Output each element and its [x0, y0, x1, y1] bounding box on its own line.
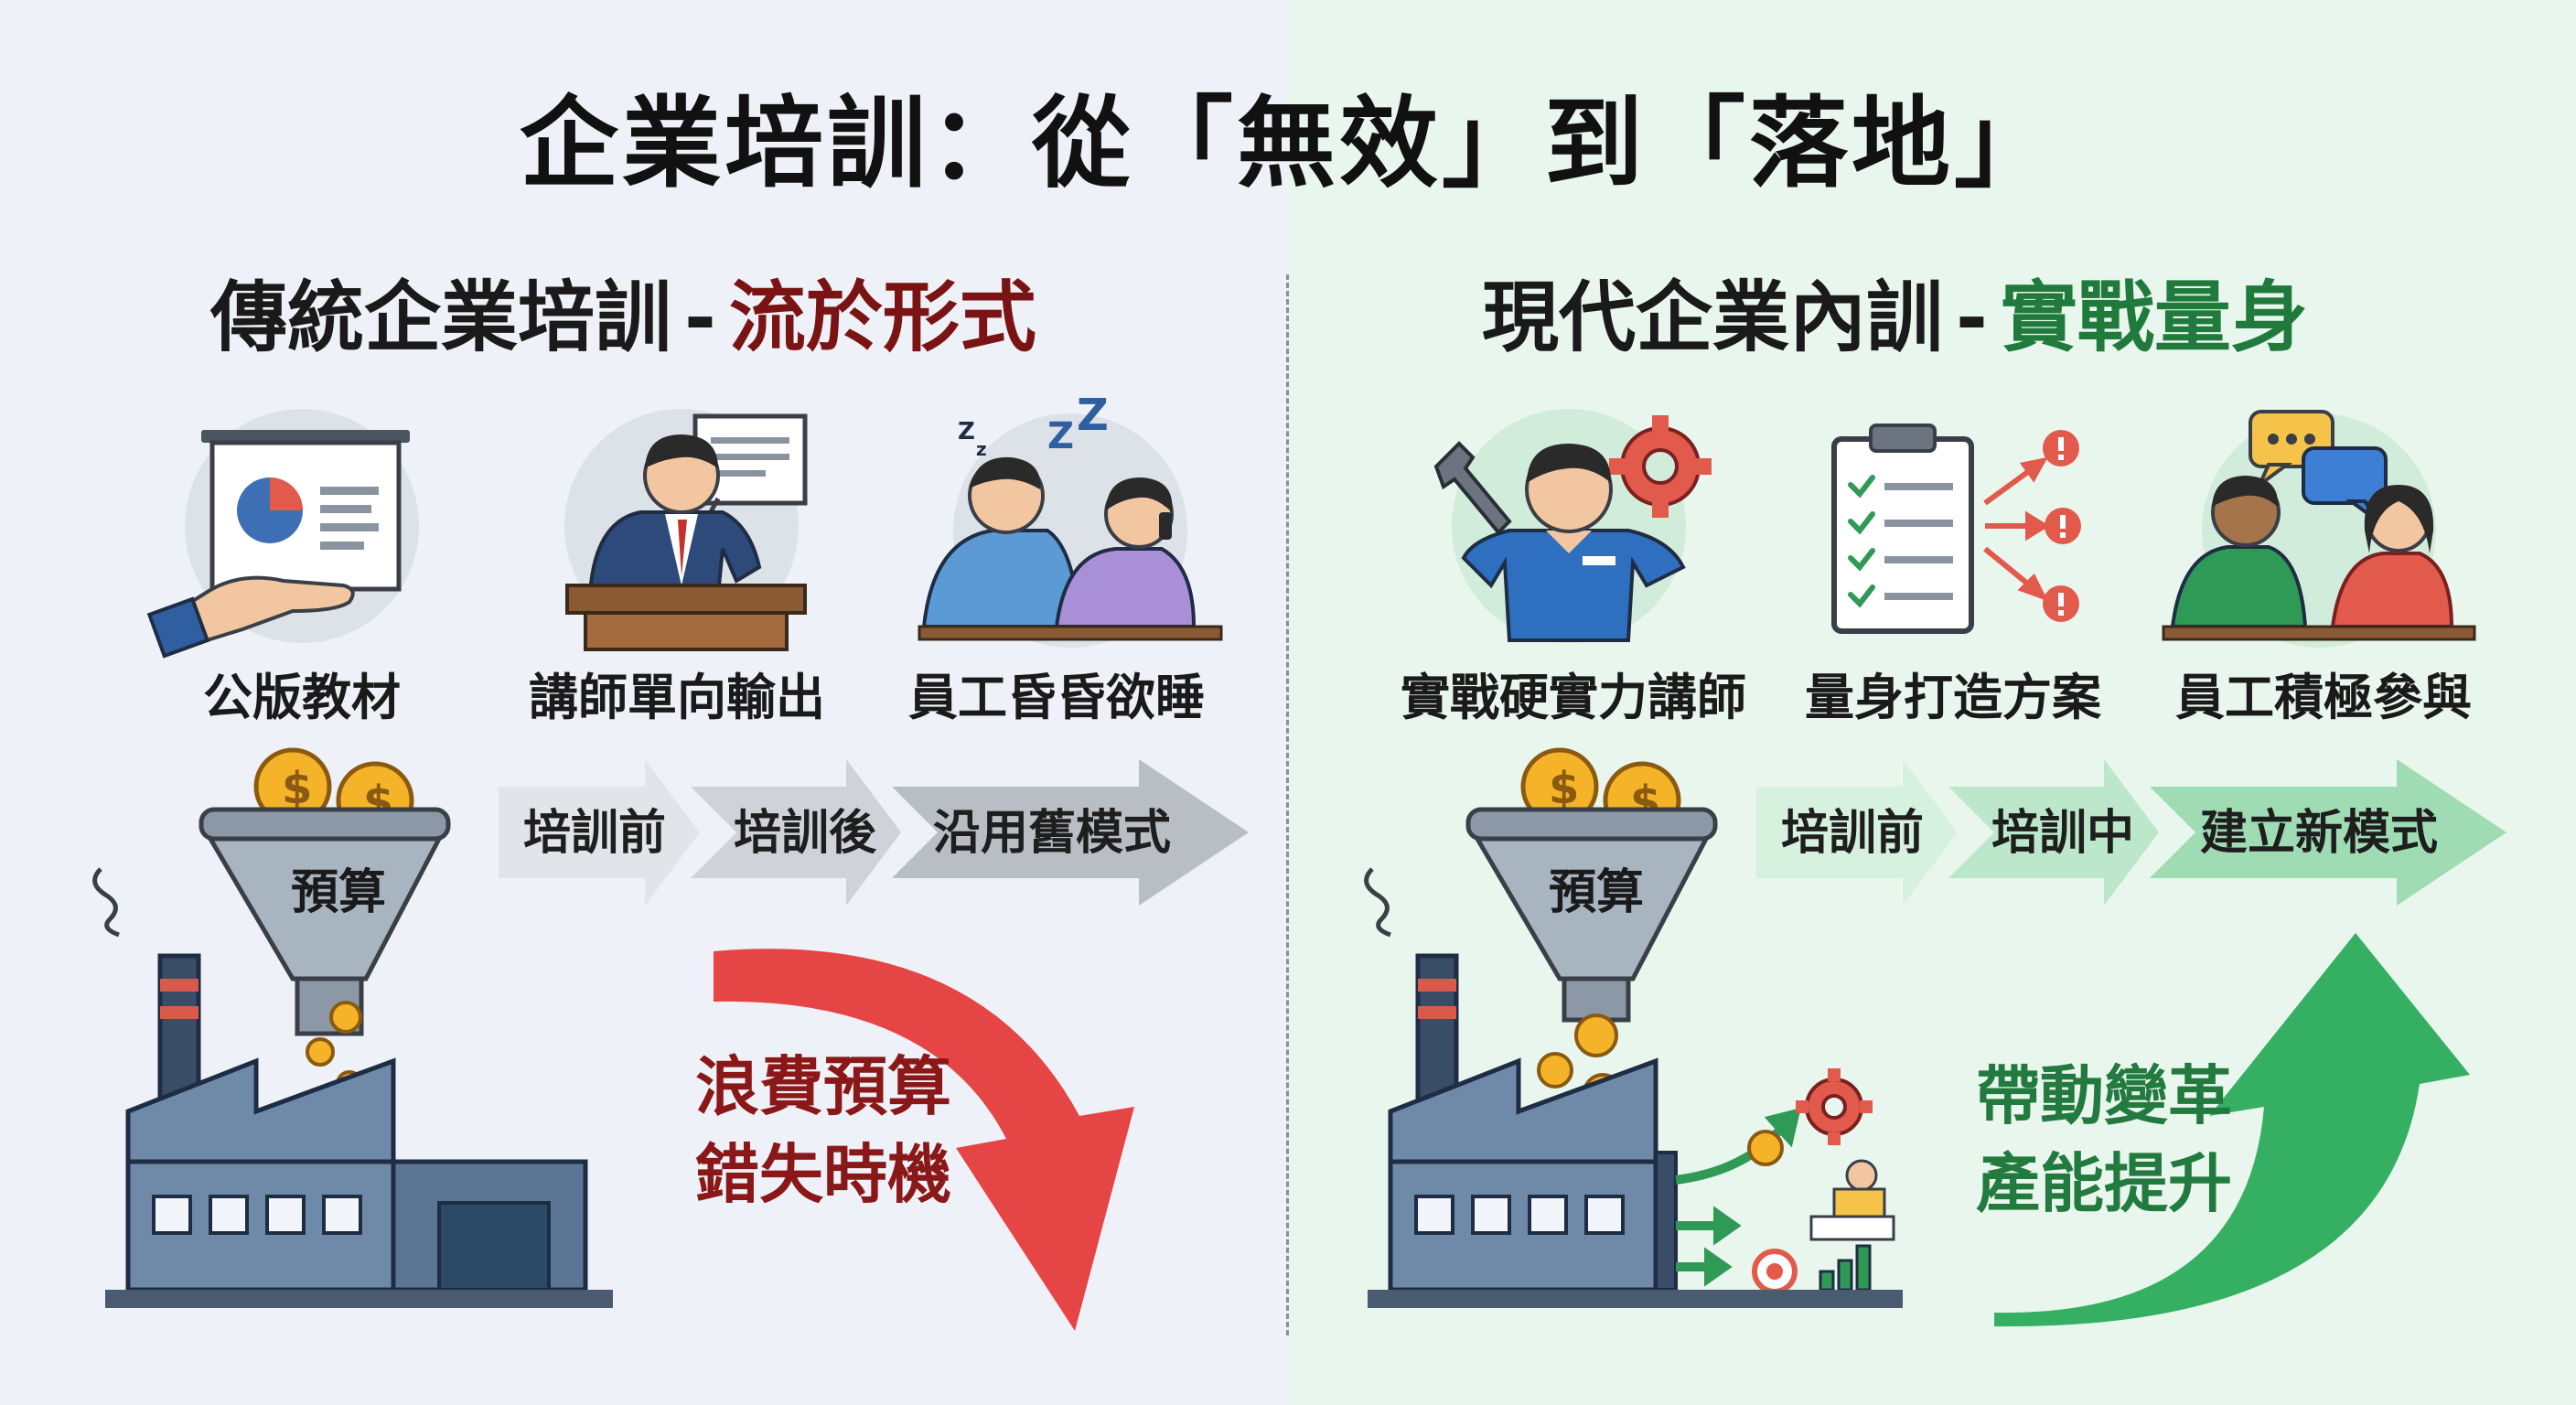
- right-stage-2: 培訓中: [1991, 806, 2134, 861]
- svg-text:$: $: [282, 763, 312, 814]
- discussion-icon: [2162, 410, 2476, 648]
- expert-trainer-icon: [1433, 409, 1712, 643]
- right-card-label-3: 員工積極參與: [2175, 669, 2472, 726]
- right-heading-separator: -: [1956, 273, 1988, 362]
- left-heading-prefix: 傳統企業培訓: [210, 273, 672, 362]
- right-outcome-line-1: 帶動變革: [1976, 1058, 2232, 1133]
- left-heading: 傳統企業培訓-流於形式: [210, 256, 1036, 367]
- left-outcome: 浪費預算 錯失時機: [695, 1043, 951, 1218]
- right-funnel-label: 預算: [1548, 865, 1644, 920]
- right-heading-prefix: 現代企業內訓: [1482, 273, 1944, 362]
- center-divider: [1286, 274, 1289, 1335]
- right-stage-arrows: 培訓前 培訓中 建立新模式: [1756, 759, 2506, 906]
- svg-text:Z: Z: [958, 418, 975, 445]
- presentation-board-icon: [146, 409, 419, 659]
- left-heading-highlight: 流於形式: [728, 273, 1036, 362]
- small-gear-icon: [1796, 1068, 1873, 1145]
- left-downward-arrow: [714, 949, 1134, 1331]
- right-card-label-2: 量身打造方案: [1805, 669, 2101, 726]
- sleepy-employees-icon: Z z Z Z: [918, 390, 1223, 648]
- page-title: 企業培訓：從「無效」到「落地」: [519, 87, 2056, 201]
- right-heading: 現代企業內訓-實戰量身: [1482, 256, 2308, 367]
- left-outcome-line-2: 錯失時機: [695, 1137, 951, 1212]
- left-stage-1: 培訓前: [523, 806, 666, 861]
- left-stage-3: 沿用舊模式: [933, 806, 1171, 861]
- right-stage-3: 建立新模式: [2200, 806, 2438, 861]
- svg-text:z: z: [976, 438, 987, 460]
- right-factory-funnel-illustration: $ $: [1364, 747, 1903, 1308]
- left-card-label-3: 員工昏昏欲睡: [908, 669, 1205, 726]
- bar-graph-icon: [1819, 1244, 1872, 1292]
- checklist-plan-icon: [1831, 424, 2081, 634]
- left-stage-2: 培訓後: [734, 806, 877, 861]
- svg-text:Z: Z: [1047, 415, 1074, 457]
- right-heading-highlight: 實戰量身: [2000, 273, 2308, 362]
- left-stage-arrows: 培訓前 培訓後 沿用舊模式: [499, 759, 1249, 906]
- left-outcome-line-1: 浪費預算: [695, 1049, 951, 1124]
- left-factory-funnel-illustration: $ $: [92, 747, 613, 1308]
- right-card-label-1: 實戰硬實力講師: [1401, 669, 1746, 726]
- right-outcome-line-2: 產能提升: [1976, 1146, 2232, 1221]
- target-icon: [1752, 1249, 1798, 1294]
- right-stage-1: 培訓前: [1781, 806, 1924, 861]
- left-heading-separator: -: [684, 273, 716, 362]
- lecturer-icon: [564, 409, 808, 651]
- right-outcome: 帶動變革 產能提升: [1976, 1052, 2232, 1228]
- right-upward-arrow: [1994, 933, 2470, 1327]
- svg-text:Z: Z: [1077, 390, 1109, 441]
- svg-text:$: $: [1549, 763, 1579, 814]
- left-card-label-2: 講師單向輸出: [529, 669, 825, 726]
- left-card-label-1: 公版教材: [203, 669, 401, 726]
- left-funnel-label: 預算: [290, 865, 386, 920]
